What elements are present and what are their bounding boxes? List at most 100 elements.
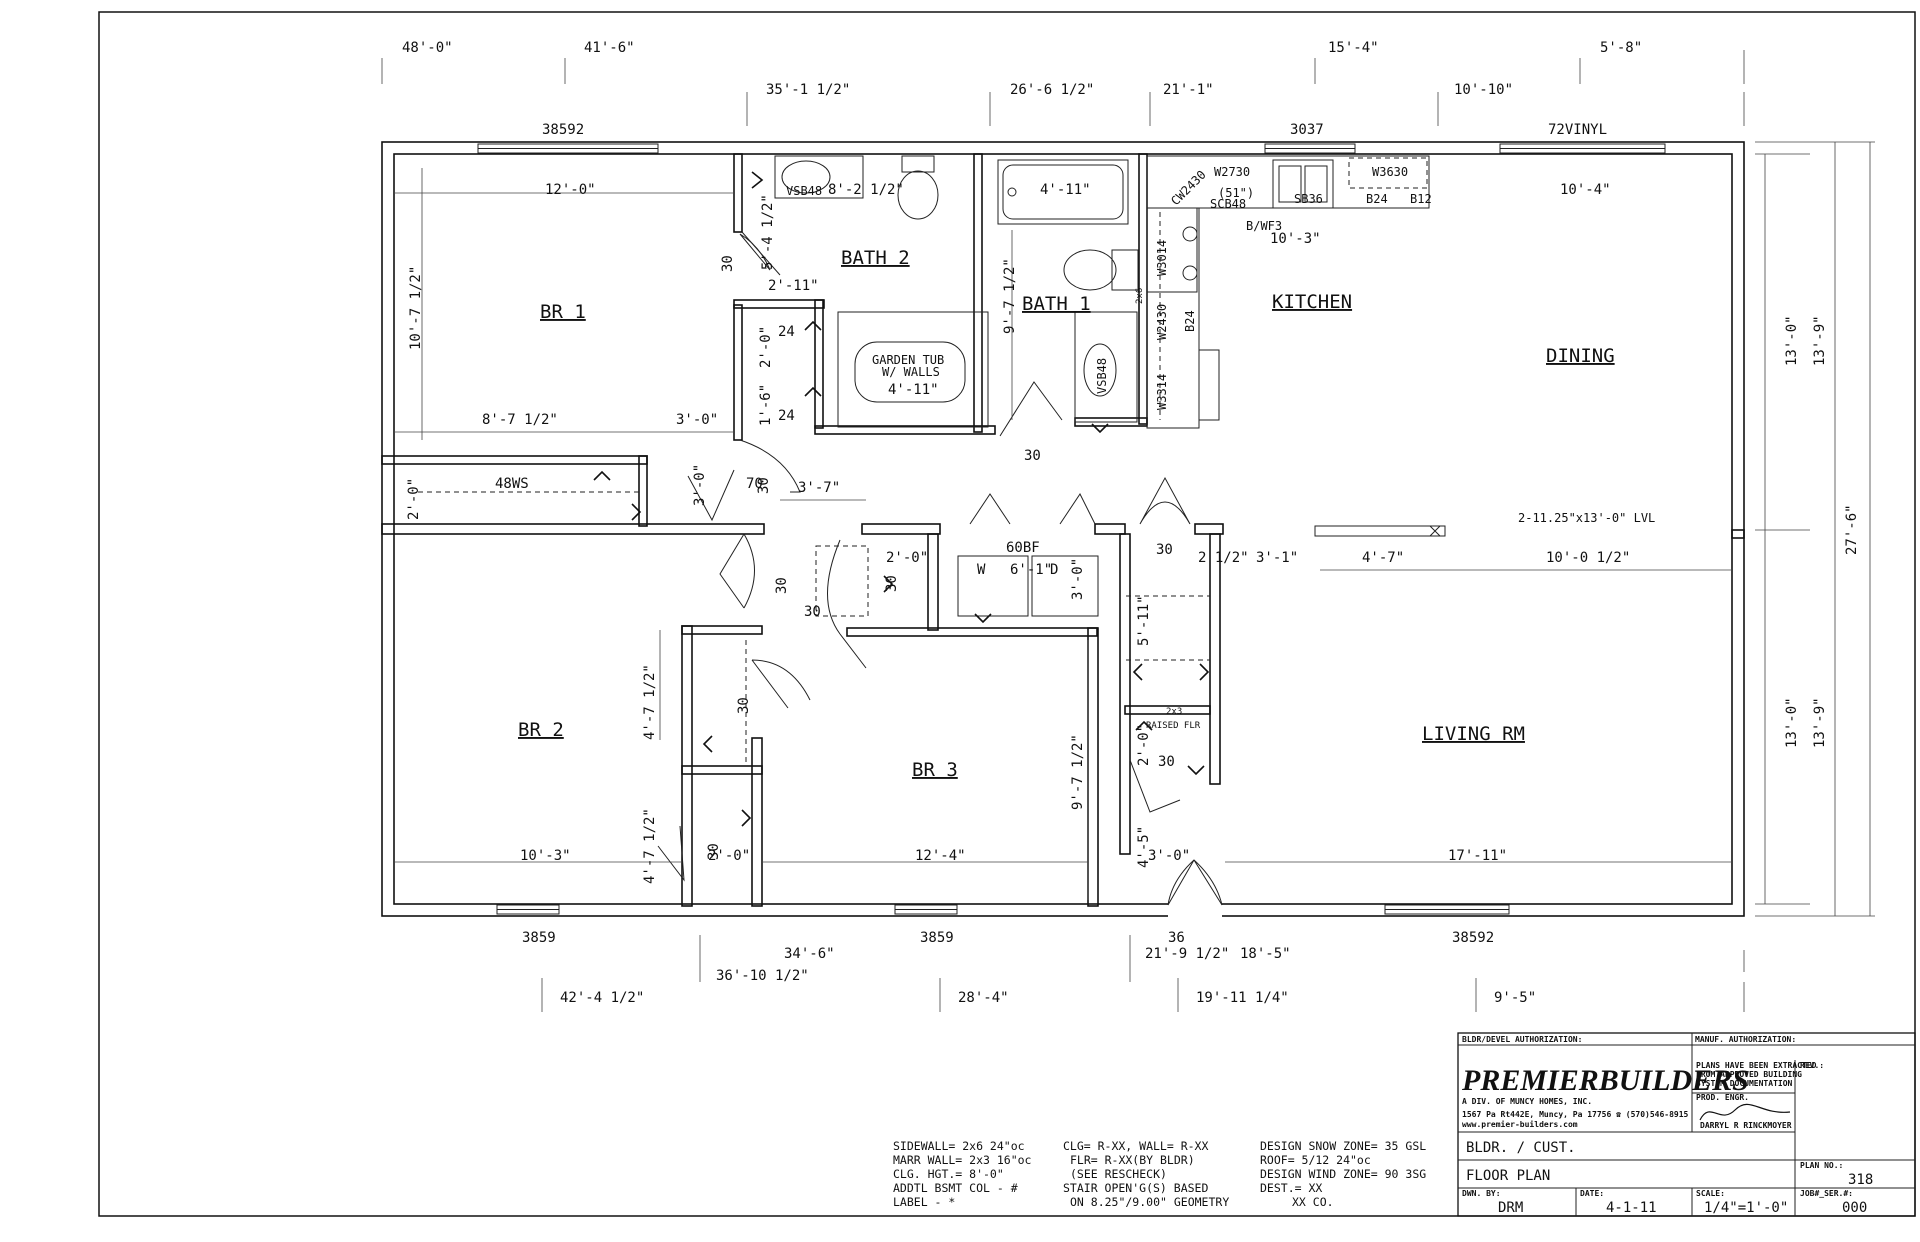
room-label-dining: DINING xyxy=(1546,345,1615,367)
bldr-auth-label: BLDR/DEVEL AUTHORIZATION: xyxy=(1462,1035,1582,1044)
room-label-living: LIVING RM xyxy=(1422,723,1525,745)
window-label: 38592 xyxy=(1452,930,1494,946)
fixture-label: W3314 xyxy=(1155,374,1169,410)
door-size-label: 30 xyxy=(884,575,900,592)
interior-walls xyxy=(381,153,1745,907)
note-line: ON 8.25"/9.00" GEOMETRY xyxy=(1070,1195,1229,1209)
rev-label: REV.: xyxy=(1800,1061,1824,1070)
dim-label: 13'-9" xyxy=(1812,697,1828,748)
fixtures xyxy=(418,155,1446,766)
dim-label: 4'-7 1/2" xyxy=(642,664,658,740)
brand-logo: PREMIERBUILDERS xyxy=(1461,1064,1749,1097)
note-line: DESIGN WIND ZONE= 90 3SG xyxy=(1260,1167,1426,1181)
fixture-labels: VSB48 VSB48 GARDEN TUB W/ WALLS 4'-11" C… xyxy=(495,165,1655,731)
interior-dimensions: 12'-0" 10'-7 1/2" 8'-7 1/2" 3'-0" 8'-2 1… xyxy=(406,182,1630,884)
fixture-label: W3630 xyxy=(1372,165,1408,179)
dim-label: 18'-5" xyxy=(1240,946,1291,962)
date-label: DATE: xyxy=(1580,1189,1604,1198)
dim-label: 2 1/2" xyxy=(1198,550,1249,566)
dim-label: 3'-0" xyxy=(1148,848,1190,864)
dim-label: 13'-0" xyxy=(1784,697,1800,748)
dim-label: 9'-5" xyxy=(1494,990,1536,1006)
dim-label: 5'-8" xyxy=(1600,40,1642,56)
dim-label: 1'-6" xyxy=(758,384,774,426)
dim-label: 12'-0" xyxy=(545,182,596,198)
exterior-walls xyxy=(381,141,1745,918)
dim-label: 41'-6" xyxy=(584,40,635,56)
fixture-label: W/ WALLS xyxy=(882,365,940,379)
note-line: ADDTL BSMT COL - # xyxy=(893,1181,1018,1195)
dim-label: 4'-7 1/2" xyxy=(642,808,658,884)
extracted-note: PLANS HAVE BEEN EXTRACTED xyxy=(1696,1061,1817,1070)
dim-label: 2'-0" xyxy=(708,848,750,864)
note-line: DESIGN SNOW ZONE= 35 GSL xyxy=(1260,1139,1426,1153)
room-label-br2: BR 2 xyxy=(518,719,564,741)
dim-label: 34'-6" xyxy=(784,946,835,962)
spec-notes: SIDEWALL= 2x6 24"oc MARR WALL= 2x3 16"oc… xyxy=(893,1139,1426,1209)
fixture-label: SB36 xyxy=(1294,192,1323,206)
dim-label: 26'-6 1/2" xyxy=(1010,82,1094,98)
door-size-label: 30 xyxy=(804,604,821,620)
dim-label: 4'-7" xyxy=(1362,550,1404,566)
dim-label: 10'-3" xyxy=(1270,231,1321,247)
note-line: CLG= R-XX, WALL= R-XX xyxy=(1063,1139,1208,1153)
fixture-label: W3014 xyxy=(1155,240,1169,276)
note-line: XX CO. xyxy=(1292,1195,1334,1209)
job-ser-label: JOB#_SER.#: xyxy=(1800,1189,1853,1198)
window-label: 3859 xyxy=(522,930,556,946)
fixture-label: 2x6 xyxy=(1135,288,1145,304)
door-size-label: 30 xyxy=(1156,542,1173,558)
dim-label: 5'-11" xyxy=(1136,595,1152,646)
dim-label: 9'-7 1/2" xyxy=(1070,734,1086,810)
dim-label: 10'-0 1/2" xyxy=(1546,550,1630,566)
brand-address: 1567 Pa Rt442E, Muncy, Pa 17756 ☎ (570)5… xyxy=(1462,1110,1689,1119)
scale: 1/4"=1'-0" xyxy=(1704,1200,1788,1216)
fixture-label: 4'-11" xyxy=(888,382,939,398)
dim-label: 2'-0" xyxy=(758,326,774,368)
dim-label: 27'-6" xyxy=(1844,504,1860,555)
dim-label: 19'-11 1/4" xyxy=(1196,990,1289,1006)
dim-label: 3'-0" xyxy=(692,464,708,506)
dim-label: 42'-4 1/2" xyxy=(560,990,644,1006)
door-size-label: 30 xyxy=(774,577,790,594)
window-label: 38592 xyxy=(542,122,584,138)
engineer-name: DARRYL R RINCKMOYER xyxy=(1700,1121,1792,1130)
fixture-label: GARDEN TUB xyxy=(872,353,944,367)
fixture-label: 60BF xyxy=(1006,540,1040,556)
fixture-label: (51") xyxy=(1218,186,1254,200)
dim-label: 8'-2 1/2" xyxy=(828,182,904,198)
dim-label: 8'-7 1/2" xyxy=(482,412,558,428)
extracted-note: SYSTEM DOCUMENTATION xyxy=(1696,1079,1793,1088)
dim-label: 13'-0" xyxy=(1784,315,1800,366)
door-size-label: 30 xyxy=(756,477,772,494)
fixture-label: CW2430 xyxy=(1168,168,1209,209)
door-size-label: 30 xyxy=(720,255,736,272)
plan-no-label: PLAN NO.: xyxy=(1800,1161,1843,1170)
door-size-label: 30 xyxy=(706,843,722,860)
date: 4-1-11 xyxy=(1606,1200,1657,1216)
dim-label: 10'-3" xyxy=(520,848,571,864)
fixture-label: B24 xyxy=(1183,310,1197,332)
dim-label: 5'-4 1/2" xyxy=(760,194,776,270)
room-label-br1: BR 1 xyxy=(540,301,586,323)
note-line: (SEE RESCHECK) xyxy=(1070,1167,1167,1181)
dim-label: 6'-1" xyxy=(1010,562,1052,578)
dim-label: 3'-1" xyxy=(1256,550,1298,566)
dwn-by-label: DWN. BY: xyxy=(1462,1189,1501,1198)
sheet-title: FLOOR PLAN xyxy=(1466,1168,1550,1184)
window-label: 72VINYL xyxy=(1548,122,1607,138)
fixture-label: 2x3 xyxy=(1166,707,1182,717)
fixture-label: RAISED FLR xyxy=(1146,721,1201,731)
dim-label: 4'-5" xyxy=(1136,826,1152,868)
dim-label: 12'-4" xyxy=(915,848,966,864)
dim-label: 21'-1" xyxy=(1163,82,1214,98)
door-size-label: 30 xyxy=(736,697,752,714)
dim-label: 35'-1 1/2" xyxy=(766,82,850,98)
note-line: STAIR OPEN'G(S) BASED xyxy=(1063,1181,1208,1195)
dim-label: 2'-11" xyxy=(768,278,819,294)
dim-label: 2'-0" xyxy=(406,478,422,520)
brand-sub: A DIV. OF MUNCY HOMES, INC. xyxy=(1462,1097,1592,1106)
fixture-label: W2730 xyxy=(1214,165,1250,179)
dim-label: 2'-0" xyxy=(886,550,928,566)
exterior-dimensions: 48'-0" 41'-6" 15'-4" 5'-8" 35'-1 1/2" 26… xyxy=(402,40,1860,1006)
